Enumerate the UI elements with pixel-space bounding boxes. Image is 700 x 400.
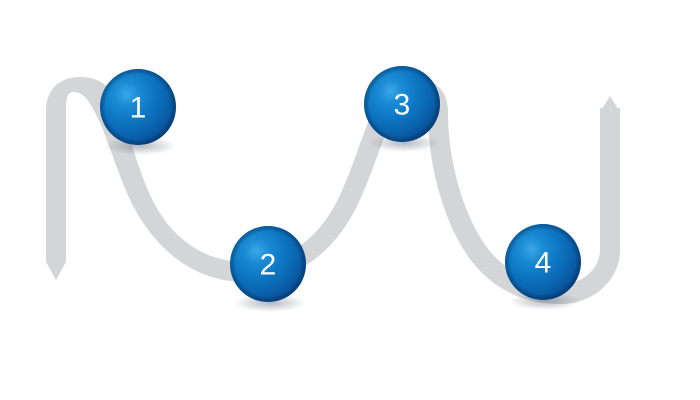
wave-ribbon-band	[46, 76, 620, 304]
node-2-label: 2	[260, 249, 277, 282]
node-group-2[interactable]: 2	[230, 226, 306, 312]
node-4-sphere-rim	[505, 224, 581, 300]
node-3-label: 3	[394, 89, 411, 122]
node-2-sphere-rim	[230, 226, 306, 302]
ribbon-start-cap-chevron-down	[46, 252, 66, 280]
ribbon-end-cap-chevron-up	[600, 96, 620, 124]
node-2-shadow	[234, 294, 306, 312]
node-3-sphere-rim	[364, 66, 440, 142]
node-group-4[interactable]: 4	[505, 224, 581, 310]
node-4-label: 4	[535, 247, 552, 280]
node-1-label: 1	[130, 92, 147, 125]
node-1-shadow	[104, 137, 176, 155]
node-3-shadow	[368, 134, 440, 152]
node-1-sphere-rim	[100, 69, 176, 145]
node-group-3[interactable]: 3	[364, 66, 440, 152]
node-group-1[interactable]: 1	[100, 69, 176, 155]
wave-ribbon	[46, 76, 620, 304]
node-4-shadow	[509, 292, 581, 310]
